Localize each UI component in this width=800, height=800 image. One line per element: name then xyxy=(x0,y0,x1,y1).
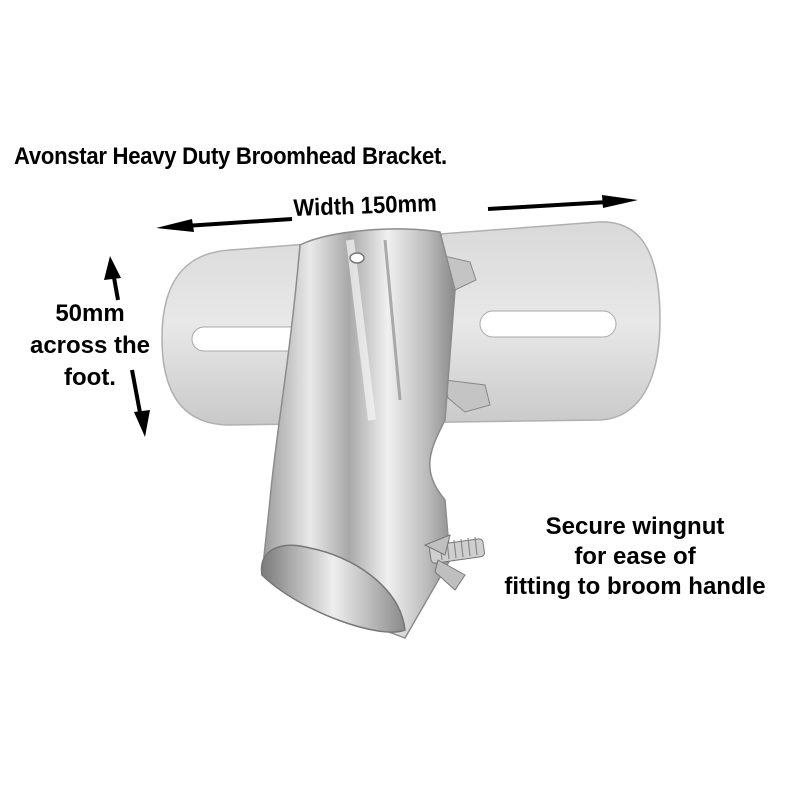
wingnut-icon xyxy=(423,534,485,591)
foot-label-line: foot. xyxy=(64,364,116,391)
height-arrow-up-icon xyxy=(104,256,121,301)
feature-line: Secure wingnut xyxy=(545,513,725,540)
right-slot xyxy=(479,310,617,338)
socket-hole xyxy=(349,252,365,264)
foot-label-line: 50mm xyxy=(55,300,125,327)
product-title: Avonstar Heavy Duty Broomhead Bracket. xyxy=(14,143,447,170)
width-arrow-right-icon xyxy=(487,195,638,211)
wingnut-feature-label: Secure wingnut for ease of fitting to br… xyxy=(470,512,800,602)
width-dimension-label: Width 150mm xyxy=(293,189,438,222)
height-arrow-down-icon xyxy=(130,369,150,437)
width-arrow-left-icon xyxy=(156,217,293,232)
feature-line: for ease of xyxy=(574,543,696,570)
left-slot xyxy=(191,326,303,352)
handle-socket xyxy=(260,228,456,639)
foot-dimension-label: 50mm across the foot. xyxy=(10,298,170,394)
foot-label-line: across the xyxy=(29,332,151,359)
feature-line: fitting to broom handle xyxy=(504,573,766,600)
